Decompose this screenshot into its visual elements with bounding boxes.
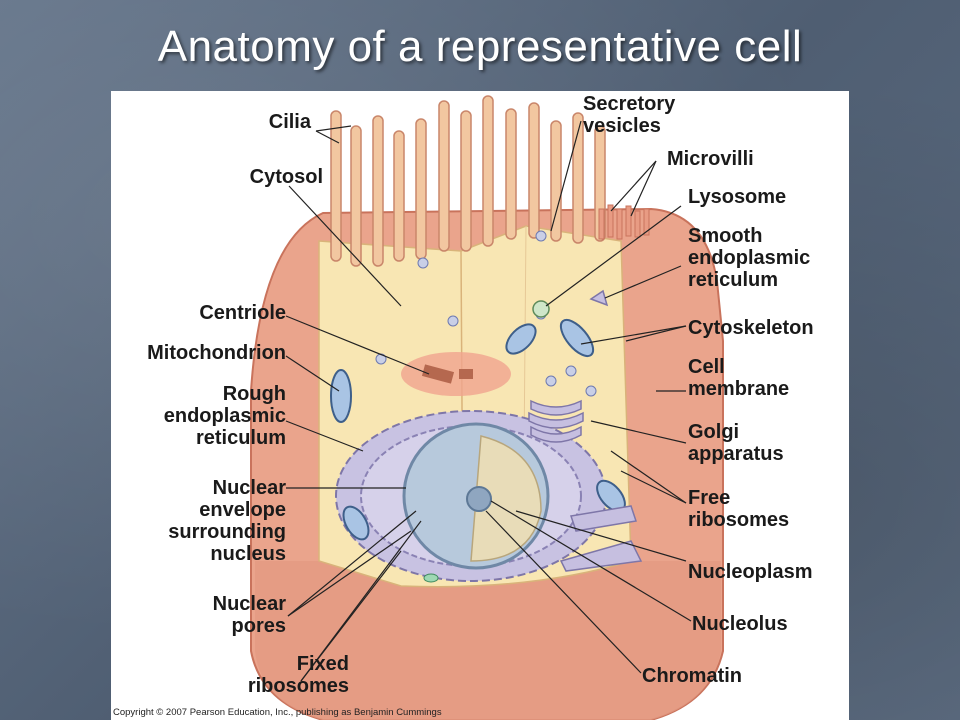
mitochondrion-shape: [330, 369, 352, 423]
label-cilia: Cilia: [268, 111, 311, 133]
nucleolus-shape: [466, 486, 492, 512]
label-nucleoplasm: Nucleoplasm: [688, 561, 813, 583]
label-smooth-er: Smooth endoplasmic reticulum: [688, 225, 811, 291]
label-mitochondrion: Mitochondrion: [147, 342, 286, 364]
label-nucleolus: Nucleolus: [692, 613, 788, 635]
label-cytosol: Cytosol: [249, 166, 323, 188]
cilia-group: [330, 95, 606, 267]
microvilli-group: [598, 204, 650, 240]
label-cytoskeleton: Cytoskeleton: [688, 317, 814, 339]
label-nuclear-envelope: Nuclear envelope surrounding nucleus: [168, 477, 286, 565]
golgi-apparatus-shape: [528, 399, 584, 443]
label-free-ribosomes: Free ribosomes: [688, 487, 790, 531]
label-golgi: Golgi apparatus: [688, 421, 784, 465]
cell-diagram-figure: Cilia Cytosol Centriole Mitochondrion Ro…: [111, 91, 849, 720]
label-cell-membrane: Cell membrane: [688, 356, 790, 400]
lysosome-shape: [532, 300, 550, 318]
label-chromatin: Chromatin: [642, 665, 742, 687]
centriole-glow: [401, 352, 511, 396]
slide-title: Anatomy of a representative cell: [157, 22, 803, 71]
label-secretory-vesicles: Secretory vesicles: [583, 93, 676, 137]
label-lysosome: Lysosome: [688, 186, 787, 208]
label-microvilli: Microvilli: [667, 148, 754, 170]
label-rough-er: Rough endoplasmic reticulum: [163, 383, 286, 449]
cell-illustration: [250, 95, 724, 720]
copyright-notice: Copyright © 2007 Pearson Education, Inc.…: [113, 707, 442, 718]
label-nuclear-pores: Nuclear pores: [212, 593, 286, 637]
leader-lines: [285, 120, 692, 682]
label-centriole: Centriole: [199, 302, 286, 324]
label-fixed-ribosomes: Fixed ribosomes: [247, 653, 349, 697]
